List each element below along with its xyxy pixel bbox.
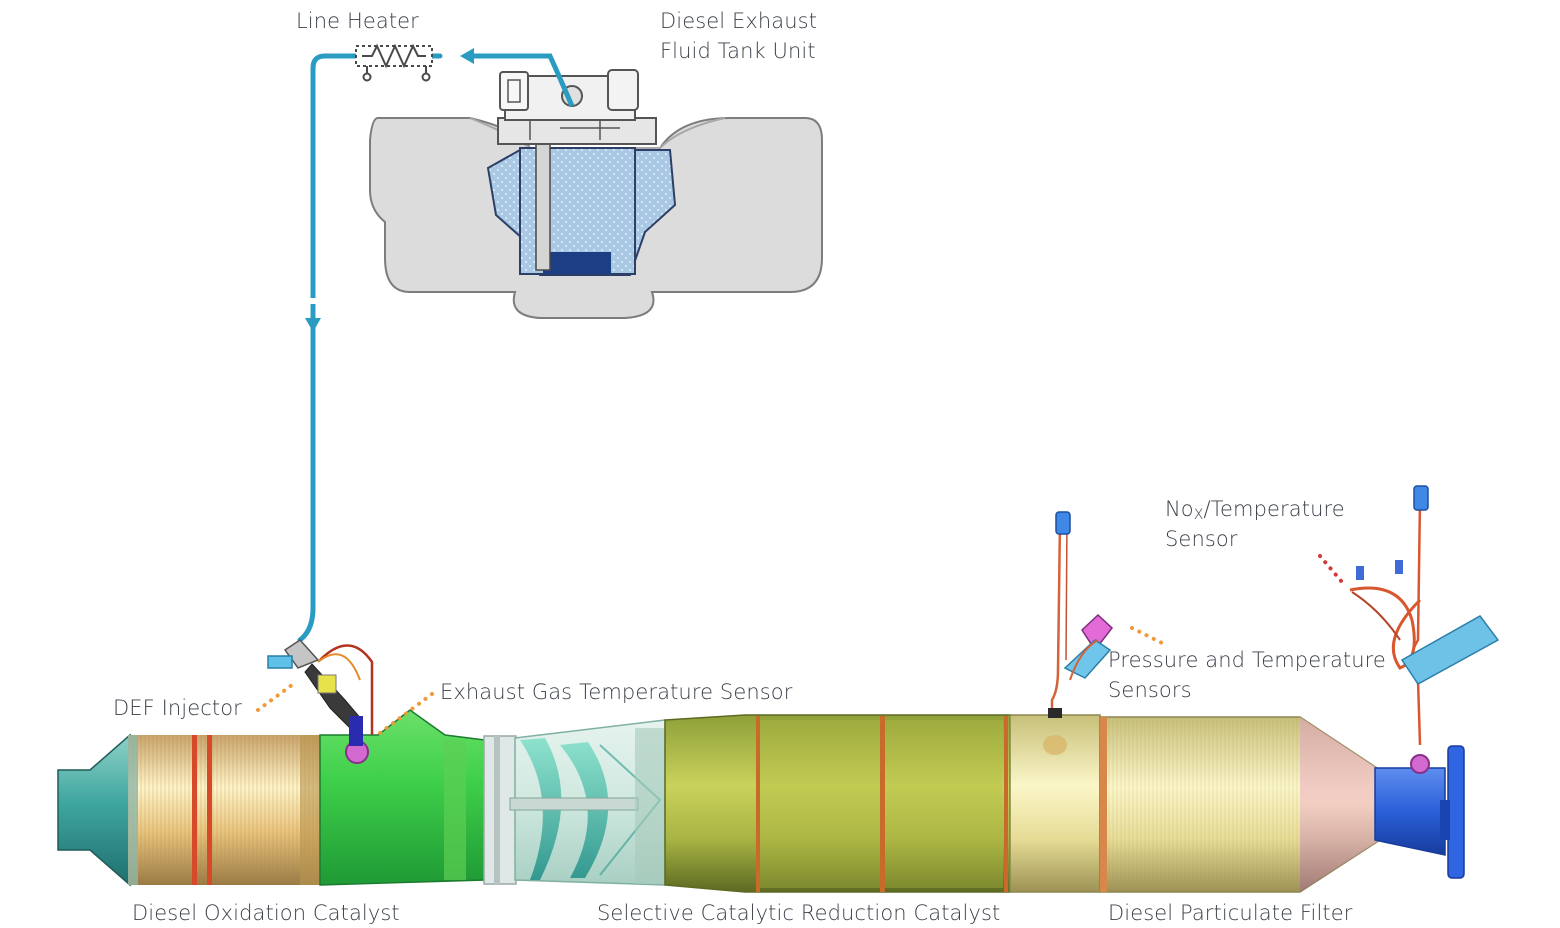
def-tank (369, 53, 823, 319)
label-def-injector: DEF Injector (113, 696, 242, 720)
scr-band-2 (880, 716, 885, 892)
leader-egt-sensor (374, 692, 434, 738)
pump-tube (535, 139, 551, 271)
outlet-pipe (1374, 767, 1446, 856)
label-pressure-temp-line1: Pressure and Temperature (1108, 648, 1386, 672)
label-def-tank-line2: Fluid Tank Unit (660, 39, 816, 63)
outlet-flange (1447, 745, 1465, 879)
pump-base (543, 252, 611, 274)
exhaust-assembly (57, 709, 1465, 893)
leader-lines (256, 554, 1344, 738)
inlet-cone (57, 733, 131, 887)
dpf-band (1100, 717, 1107, 892)
leader-nox (1318, 554, 1344, 584)
leader-pressure-temp (1130, 626, 1170, 648)
module-outlet-line (540, 53, 575, 107)
nox-suffix: /Temperature (1203, 497, 1345, 521)
nox-temperature-sensor (1349, 485, 1500, 774)
label-nox-temp-sensor-line1: NoX/Temperature (1165, 494, 1345, 530)
pressure-temperature-sensors (1048, 511, 1114, 718)
label-exhaust-gas-temp-sensor: Exhaust Gas Temperature Sensor (440, 680, 793, 704)
sensor-top-connector-2 (1413, 485, 1429, 511)
module-flange (497, 117, 657, 145)
flow-arrow-down-icon (305, 318, 321, 332)
doc-band-2 (207, 735, 212, 885)
line-heater-symbol-icon (355, 43, 433, 82)
leader-def-injector (256, 680, 298, 712)
def-injector (267, 639, 374, 764)
def-supply-line (297, 53, 543, 643)
doc-band-1 (192, 735, 197, 885)
label-nox-temp-sensor-line2: Sensor (1165, 527, 1238, 551)
injector-blue-connector (267, 655, 293, 669)
scr-band-3 (1004, 716, 1008, 892)
mixer-vanes (520, 738, 609, 880)
nox-subscript: X (1193, 507, 1204, 523)
label-pressure-temp-line2: Sensors (1108, 678, 1192, 702)
label-scr: Selective Catalytic Reduction Catalyst (597, 901, 1001, 925)
module-cap (607, 69, 639, 111)
scr-band-1 (756, 716, 760, 892)
flow-arrow-left-icon (460, 48, 474, 64)
injector-wire (319, 644, 374, 735)
nox-prefix: No (1165, 497, 1194, 521)
label-line-heater: Line Heater (296, 9, 419, 33)
module-connector (499, 71, 529, 111)
label-def-tank-line1: Diesel Exhaust (660, 9, 818, 33)
label-dpf: Diesel Particulate Filter (1108, 901, 1353, 925)
nox-module (1400, 615, 1500, 685)
sensor-top-connector-1 (1055, 511, 1071, 535)
label-doc: Diesel Oxidation Catalyst (132, 901, 400, 925)
mixer-shaft (509, 797, 639, 811)
